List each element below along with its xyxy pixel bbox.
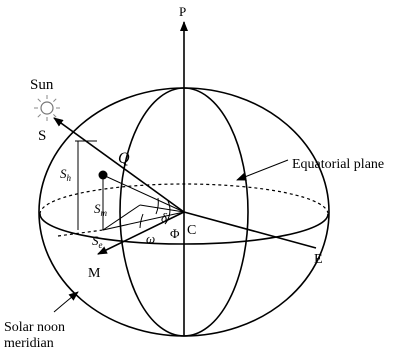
sm-line	[102, 211, 185, 231]
label-equatorial-plane: Equatorial plane	[292, 157, 384, 172]
label-phi: Φ	[170, 226, 180, 241]
point-q	[98, 170, 108, 180]
label-sh: Sh	[60, 166, 72, 183]
label-s: S	[38, 128, 46, 144]
line-cm	[97, 211, 185, 255]
label-se: Se	[92, 233, 103, 250]
line-ce	[183, 211, 317, 249]
label-solar-noon-line1: Solar noon	[4, 320, 65, 335]
label-sm: Sm	[94, 201, 108, 218]
solar-noon-pointer	[53, 291, 79, 313]
delta-angle-arc	[155, 197, 159, 215]
sm-projection	[102, 204, 141, 231]
inner-ray	[139, 204, 185, 213]
se-line	[57, 229, 104, 237]
label-omega: ω	[146, 231, 155, 246]
label-p: P	[179, 4, 186, 19]
label-delta: δ	[161, 210, 168, 225]
omega-angle-arc	[139, 213, 144, 229]
label-sun: Sun	[30, 77, 54, 93]
label-m: M	[88, 266, 101, 281]
label-solar-noon-line2: meridian	[4, 336, 54, 350]
line-cq	[102, 174, 185, 213]
label-c: C	[187, 223, 196, 238]
sun-icon	[34, 95, 60, 121]
phi-angle-arc	[164, 200, 171, 225]
label-e: E	[314, 252, 323, 267]
sun-ray	[53, 117, 185, 213]
label-q: Q	[118, 150, 130, 167]
equatorial-plane-pointer	[236, 159, 289, 181]
